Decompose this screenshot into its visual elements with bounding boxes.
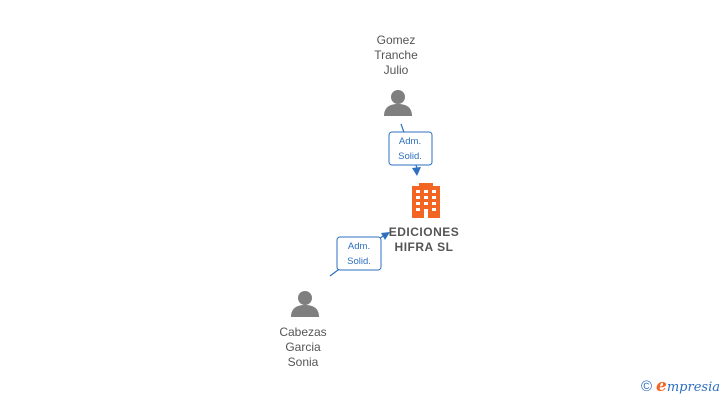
building-icon[interactable] <box>412 183 440 218</box>
brand-wordmark: empresia <box>656 376 720 396</box>
brand-e-glyph: e <box>656 376 667 396</box>
company-name[interactable]: EDICIONES HIFRA SL <box>388 225 460 254</box>
relation-label-top[interactable]: Adm. Solid. <box>398 136 422 162</box>
copyright-icon: © <box>640 377 653 395</box>
edge-arrowhead-bottom <box>381 232 390 240</box>
person-icon-gomez[interactable] <box>384 90 412 116</box>
relation-box-bottom[interactable] <box>336 236 382 271</box>
edge-arrowhead-top <box>412 167 421 176</box>
relation-label-bottom[interactable]: Adm. Solid. <box>347 241 371 267</box>
relation-box-top[interactable] <box>388 131 433 166</box>
person-icon-cabezas[interactable] <box>291 291 319 317</box>
brand-wordmark-rest: mpresia <box>666 380 720 395</box>
brand-logo[interactable]: © empresia <box>641 376 720 396</box>
person-name-cabezas[interactable]: Cabezas Garcia Sonia <box>279 325 327 369</box>
person-name-gomez[interactable]: Gomez Tranche Julio <box>374 33 418 77</box>
